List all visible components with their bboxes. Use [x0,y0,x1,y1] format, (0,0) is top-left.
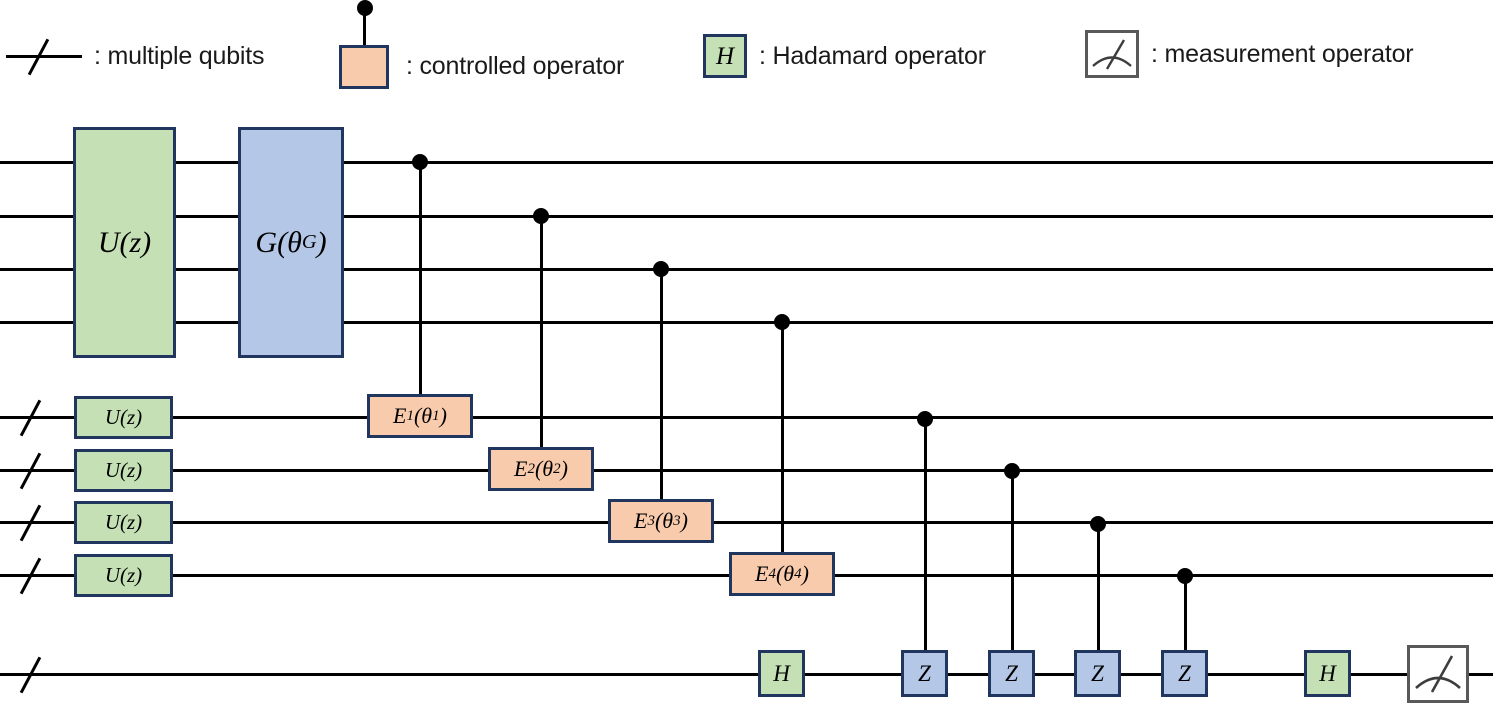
z-control-stem-1 [924,418,927,652]
control-stem-2 [540,215,543,450]
hadamard-second[interactable]: H [1304,650,1351,697]
legend-label-hadamard: : Hadamard operator [759,41,986,70]
legend-label-multiple-qubits: : multiple qubits [94,41,265,70]
e2-head: E [514,456,528,481]
mid-wire-1 [0,416,1493,419]
e4-tail: ) [801,561,809,586]
mid-wire-3 [0,521,1493,524]
control-stem-4 [781,321,784,554]
legend-item-multiple-qubits: : multiple qubits [6,33,264,79]
top-wire-4 [0,321,1493,324]
control-dot-4[interactable] [774,314,790,330]
z-control-dot-4[interactable] [1177,568,1193,584]
ancilla-wire [0,673,1493,676]
u-z-block-top[interactable]: U(z) [73,127,176,358]
z-gate-4[interactable]: Z [1161,650,1208,697]
legend-label-measurement: : measurement operator [1151,39,1414,68]
e4-head: E [755,561,769,586]
e1-mid: (θ [413,403,433,428]
z-control-stem-4 [1184,575,1187,652]
z-control-stem-3 [1097,523,1100,652]
legend-label-controlled-operator: : controlled operator [406,52,625,80]
e3-head: E [634,508,648,533]
top-wire-3 [0,268,1493,271]
z-control-dot-2[interactable] [1004,463,1020,479]
control-stem-1 [419,161,422,397]
mid-wire-2 [0,469,1493,472]
u-z-gate-mid-1[interactable]: U(z) [74,396,173,439]
e3-mid: (θ [654,508,674,533]
control-stem-3 [660,268,663,502]
u-z-gate-mid-3[interactable]: U(z) [74,501,173,544]
top-wire-2 [0,215,1493,218]
hadamard-operator-icon: H [703,34,747,78]
e4-mid: (θ [775,561,795,586]
z-control-dot-3[interactable] [1090,516,1106,532]
e1-tail: ) [439,403,447,428]
top-wire-1 [0,161,1493,164]
controlled-operator-icon [338,0,394,92]
e1-sub2: 1 [432,407,440,424]
e1-head: E [393,403,407,428]
legend-item-hadamard: H : Hadamard operator [703,33,986,79]
multiple-qubits-slash-icon [6,33,82,79]
e4-sub: 4 [768,565,776,582]
z-gate-3[interactable]: Z [1074,650,1121,697]
e2-mid: (θ [534,456,554,481]
control-dot-3[interactable] [653,261,669,277]
e2-sub2: 2 [553,460,561,477]
e3-sub2: 3 [673,512,681,529]
e1-sub: 1 [406,407,414,424]
hadamard-first[interactable]: H [758,650,805,697]
g-theta-label-tail: ) [316,225,327,259]
e3-tail: ) [680,508,688,533]
measurement-gate[interactable] [1407,645,1469,703]
u-z-gate-mid-2[interactable]: U(z) [74,449,173,492]
z-gate-2[interactable]: Z [988,650,1035,697]
measurement-operator-icon [1085,30,1139,78]
g-theta-label-sub: G [301,231,317,254]
e2-sub: 2 [527,460,535,477]
g-theta-label-head: G(θ [255,225,302,259]
control-dot-2[interactable] [533,208,549,224]
control-dot-1[interactable] [412,154,428,170]
z-control-stem-2 [1011,470,1014,652]
z-control-dot-1[interactable] [917,411,933,427]
e3-sub: 3 [647,512,655,529]
e2-tail: ) [560,456,568,481]
z-gate-1[interactable]: Z [901,650,948,697]
u-z-gate-mid-4[interactable]: U(z) [74,554,173,597]
legend-item-controlled-operator: : controlled operator [338,0,624,92]
legend-item-measurement: : measurement operator [1085,30,1414,78]
e4-sub2: 4 [794,565,802,582]
